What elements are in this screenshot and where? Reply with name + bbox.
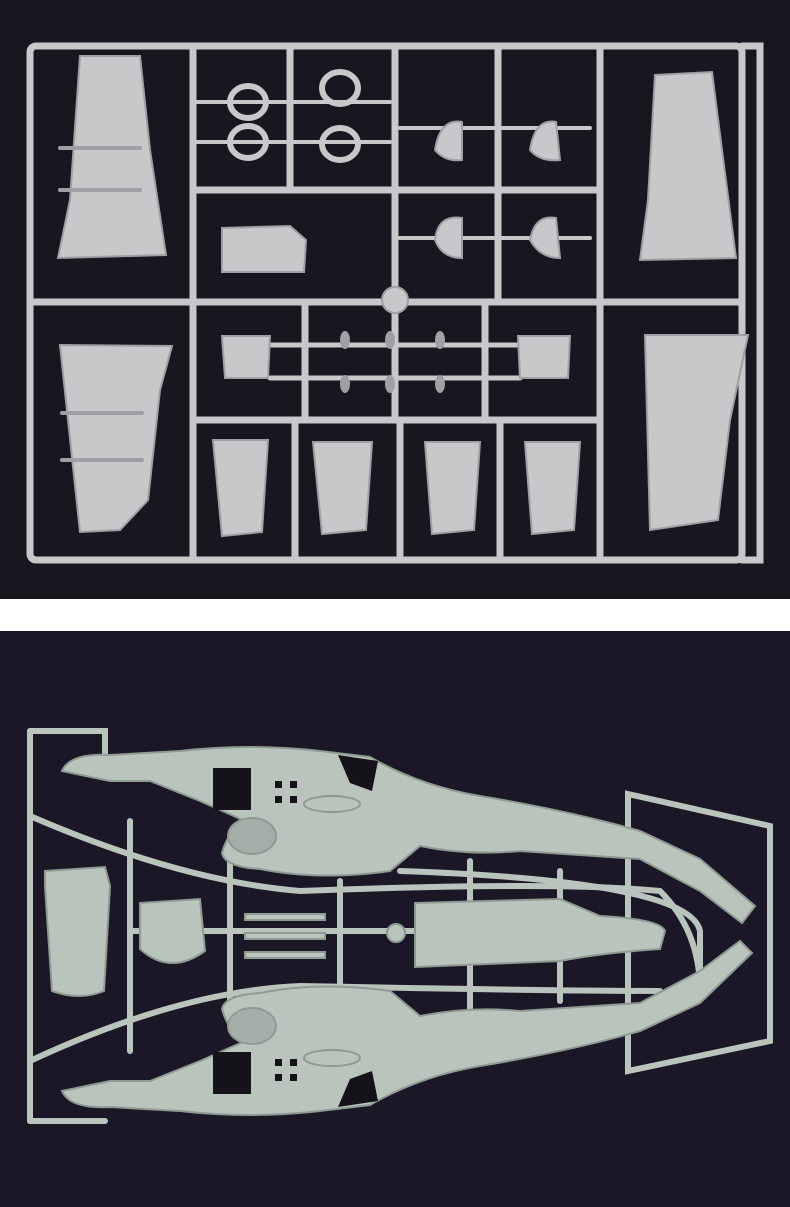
fin-part-bottom-right [643, 334, 750, 532]
ring-part [319, 69, 361, 107]
cockpit-window-cutout [213, 1052, 251, 1094]
photo-separator [0, 599, 790, 631]
sprue-side-handle [738, 42, 764, 564]
bottom-sprue-svg [0, 631, 790, 1207]
door-part [211, 439, 270, 538]
strip-part [244, 932, 326, 940]
intake-part [528, 120, 562, 162]
hatch-outline [303, 1049, 361, 1067]
door-part [423, 441, 482, 536]
bottom-sprue-photo [0, 631, 790, 1207]
fuselage-half-lower [60, 939, 754, 1116]
sprue-curve-runner [27, 982, 663, 1064]
bottom-sprue-frame [27, 728, 773, 1124]
ring-part [227, 83, 269, 121]
panel-parts [44, 865, 667, 997]
tail-fin-parts [56, 55, 750, 534]
panel-part [220, 335, 272, 379]
sprue-right-frame [625, 790, 773, 1075]
intake-part [528, 216, 562, 260]
fin-part-bottom-left [58, 343, 174, 534]
cockpit-window-cutout [213, 768, 251, 810]
strip-part [244, 951, 326, 959]
fuselage-half-upper [60, 746, 757, 925]
engine-intake [227, 817, 277, 855]
door-part [311, 441, 374, 536]
panel-part [516, 335, 572, 379]
fin-hinge-details [58, 146, 144, 462]
canopy-cutout [338, 1071, 378, 1107]
cabin-floor-part [414, 897, 667, 969]
top-sprue-photo [0, 0, 790, 599]
floor-panel-part [44, 865, 112, 997]
door-part [523, 441, 582, 536]
engine-intake [227, 1007, 277, 1045]
sprue-curve-runner [27, 813, 703, 994]
top-sprue-frame [26, 42, 764, 564]
bottom-photo-background [0, 631, 790, 1207]
top-sprue-svg [0, 0, 790, 599]
fin-part-top-right [638, 70, 738, 262]
sprue-corner [27, 728, 108, 764]
small-pins [340, 331, 445, 393]
intake-part [433, 120, 463, 162]
strip-part [244, 913, 326, 921]
ring-part [227, 123, 269, 161]
small-cutouts [275, 781, 297, 803]
panel-part [221, 224, 308, 273]
fin-part-top-left [56, 55, 168, 260]
small-parts [211, 69, 582, 538]
sprue-hub [381, 286, 409, 314]
canopy-cutout [338, 755, 378, 791]
ring-part [319, 125, 361, 163]
small-cutouts [275, 1059, 297, 1081]
intake-part [433, 216, 463, 260]
sprue-hub [386, 923, 406, 943]
hatch-outline [303, 795, 361, 813]
door-panel-part [139, 897, 207, 964]
